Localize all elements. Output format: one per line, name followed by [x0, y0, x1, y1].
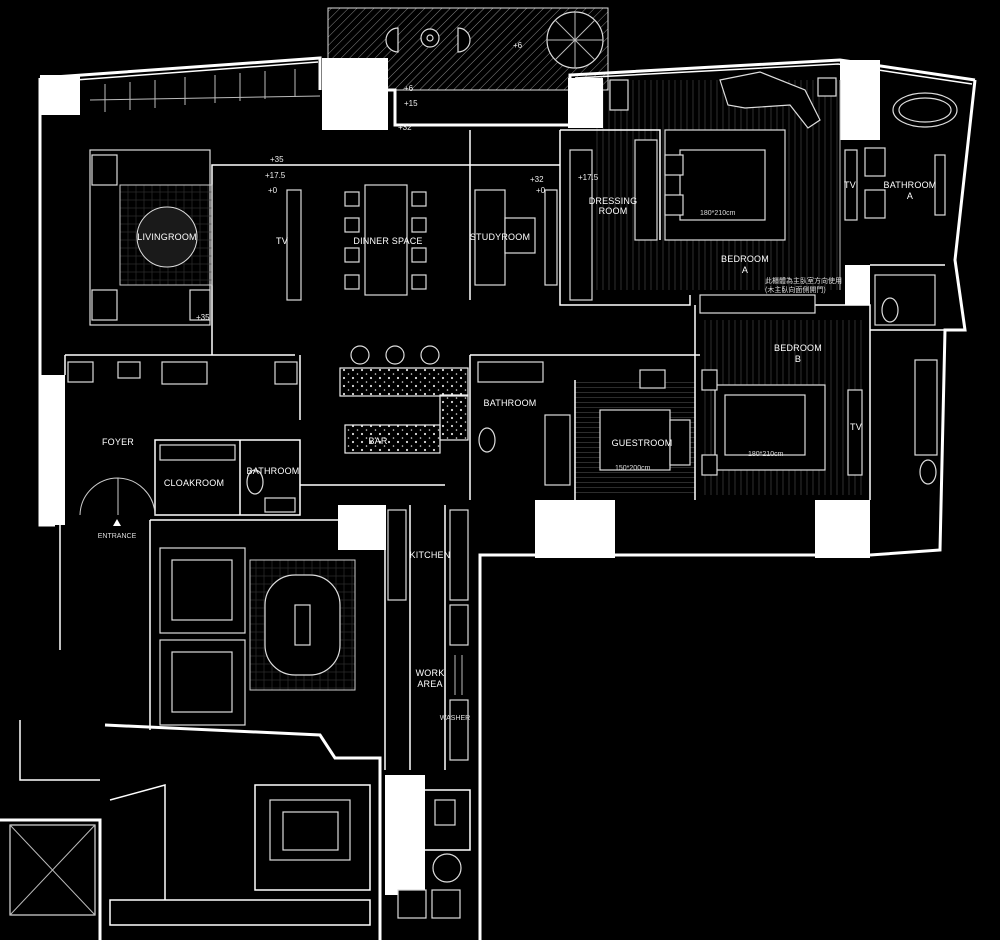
- level-plus17-5-a: +17.5: [265, 171, 286, 180]
- label-cloakroom: CLOAKROOM: [164, 478, 224, 488]
- label-bedroom-a-1: BEDROOM: [721, 254, 769, 264]
- label-dressing-2: ROOM: [599, 206, 628, 216]
- elevator-core: [159, 547, 341, 726]
- bar: [339, 345, 469, 454]
- bottom-left-room: [9, 784, 351, 916]
- label-maid-2: ROOM: [394, 816, 423, 826]
- label-tv-a: TV: [844, 180, 856, 190]
- label-bathroom-small: BATHROOM: [247, 466, 300, 476]
- bathroom-a: [864, 92, 958, 219]
- label-work-area-2: AREA: [417, 679, 442, 689]
- level-plus35-b: +35: [196, 313, 210, 322]
- label-entrance: ENTRANCE: [98, 533, 137, 540]
- kitchen: [387, 509, 469, 761]
- guestroom: [599, 369, 691, 471]
- bed-size-labels: 180*210cm 150*200cm 180*210cm: [615, 210, 784, 472]
- study-room: [474, 189, 558, 286]
- level-plus32-b: +32: [530, 175, 544, 184]
- label-bathroom-mid: BATHROOM: [484, 398, 537, 408]
- label-maid-1: MAID: [396, 805, 420, 815]
- label-dinner-space: DINNER SPACE: [353, 236, 422, 246]
- level-plus6-a: +6: [513, 41, 523, 50]
- small-bathroom: [246, 469, 296, 513]
- right-bathroom: [874, 274, 938, 485]
- label-foyer: FOYER: [102, 437, 134, 447]
- level-plus15: +15: [404, 99, 418, 108]
- maid-room: [397, 799, 462, 919]
- level-plus0-a: +0: [268, 186, 278, 195]
- room-labels: LIVINGROOM TV DINNER SPACE STUDYROOM DRE…: [98, 180, 937, 826]
- label-bar: BAR: [368, 436, 387, 446]
- note-line-2: (木主臥向面側開門): [765, 285, 826, 294]
- label-washer: WASHER: [440, 715, 470, 722]
- label-tv-b: TV: [850, 422, 862, 432]
- label-kitchen: KITCHEN: [410, 550, 451, 560]
- label-studyroom: STUDYROOM: [470, 232, 530, 242]
- level-marks: +6 +6 +15 +32 +32 +35 +35 +17.5 +17.5 +0…: [196, 41, 599, 322]
- label-tv-living: TV: [276, 236, 288, 246]
- bedroom-b: [699, 294, 863, 476]
- bed-b-size: 180*210cm: [748, 451, 784, 458]
- window-rail: [89, 69, 321, 112]
- mid-bathroom: [477, 361, 571, 486]
- level-plus0-b: +0: [536, 186, 546, 195]
- structural-pillars: [40, 58, 880, 895]
- guest-bed-size: 150*200cm: [615, 465, 651, 472]
- level-plus6-b: +6: [404, 84, 414, 93]
- label-work-area-1: WORK: [416, 668, 445, 678]
- bedroom-a: [569, 71, 858, 301]
- level-plus32-a: +32: [398, 123, 412, 132]
- label-bedroom-a-2: A: [742, 265, 748, 275]
- living-room: [89, 149, 302, 326]
- label-bathroom-a-1: BATHROOM: [884, 180, 937, 190]
- label-guestroom: GUESTROOM: [612, 438, 673, 448]
- bed-a-size: 180*210cm: [700, 210, 736, 217]
- label-livingroom: LIVINGROOM: [137, 232, 197, 242]
- foyer: [67, 361, 298, 526]
- dining-table: [344, 184, 427, 296]
- label-bedroom-b-1: BEDROOM: [774, 343, 822, 353]
- label-dressing-1: DRESSING: [589, 196, 638, 206]
- balcony: [385, 11, 604, 69]
- note-line-1: 此櫃體為主臥室方向使用: [765, 276, 842, 285]
- level-plus35-a: +35: [270, 155, 284, 164]
- label-bathroom-a-2: A: [907, 191, 913, 201]
- level-plus17-5-b: +17.5: [578, 173, 599, 182]
- cabinet-note: 此櫃體為主臥室方向使用 (木主臥向面側開門): [765, 276, 842, 294]
- interior-walls: [64, 129, 945, 926]
- label-bedroom-b-2: B: [795, 354, 801, 364]
